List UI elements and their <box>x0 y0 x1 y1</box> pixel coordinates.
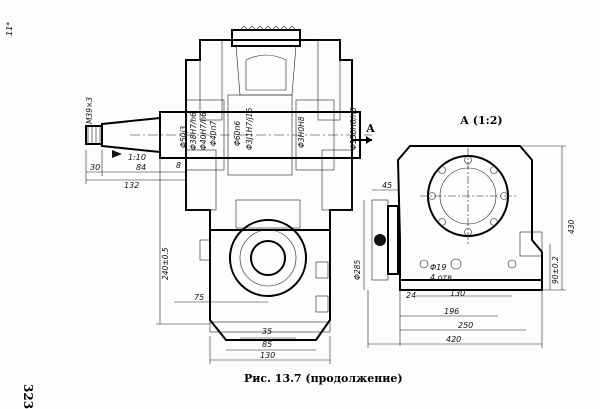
drain-plug <box>315 261 329 279</box>
foot-hole-right <box>507 259 517 269</box>
dim-420: 420 <box>446 335 461 344</box>
dim-196: 196 <box>444 307 459 316</box>
dim-130b: 130 <box>450 289 465 298</box>
view-a-housing <box>396 145 543 281</box>
side-bolt <box>199 239 211 261</box>
dim-phi150: Φ150H6/n6 <box>349 107 358 150</box>
view-a: А (1:2) <box>371 114 543 291</box>
view-a-dimensions: 45 Φ285 Φ19 4 отв 24 130 196 250 420 430… <box>353 145 576 348</box>
foot-hole-left <box>419 259 429 269</box>
plug-hole <box>450 258 462 270</box>
base-plate <box>209 321 331 333</box>
dim-30: 30 <box>90 163 100 172</box>
dim-430: 430 <box>567 219 576 234</box>
dim-8: 8 <box>176 161 181 170</box>
dim-phi19: Φ19 <box>430 263 446 272</box>
dim-24: 24 <box>406 291 416 300</box>
page-number: 323 <box>21 384 35 409</box>
dim-phi50: Φ50j3 <box>179 125 188 148</box>
dim-240: 240±0.5 <box>161 247 170 280</box>
dim-132: 132 <box>124 181 139 190</box>
side-boss <box>519 231 543 257</box>
pulley-hub <box>387 205 399 275</box>
level-plug <box>315 295 329 313</box>
lower-housing-outline <box>209 230 331 341</box>
dim-phi3: Φ3J1H7/j16 <box>245 108 254 150</box>
figure-caption: Рис. 13.7 (продолжение) <box>244 372 403 385</box>
taper-arrow <box>112 150 122 158</box>
dim-84: 84 <box>136 163 146 172</box>
dim-35: 35 <box>262 327 272 336</box>
main-section-view: А <box>85 25 375 341</box>
lower-gear-ring <box>239 229 297 287</box>
housing-wall-right <box>317 39 341 121</box>
lower-gear-section <box>235 199 301 229</box>
dim-phi60: Φ60п6 <box>233 121 242 146</box>
main-view-dimensions: M39×3 1:10 Φ50j3 Φ38H7/h6 Φ40H7/h6 Φ40п7… <box>85 97 358 364</box>
dim-phi40b: Φ40п7 <box>209 121 218 146</box>
dim-thread: M39×3 <box>85 97 94 124</box>
wheel-web <box>245 54 287 91</box>
dim-phi3b: Φ3H0H8 <box>297 116 306 148</box>
lower-gear-bore <box>250 240 286 276</box>
dim-phi38: Φ38H7/h6 <box>189 112 198 150</box>
dim-90: 90±0.2 <box>551 256 560 284</box>
section-mark: А <box>366 122 375 135</box>
dim-75: 75 <box>194 293 204 302</box>
shaft-thread <box>85 125 103 145</box>
dim-45: 45 <box>382 181 392 190</box>
dim-85: 85 <box>262 340 272 349</box>
wheel-hub <box>235 45 297 96</box>
wheel-teeth <box>239 25 297 31</box>
housing-wall-right-lower <box>321 149 353 211</box>
pulley-bolt <box>374 234 386 246</box>
dim-250: 250 <box>458 321 473 330</box>
wheel-rim <box>231 29 301 47</box>
dim-phi285: Φ285 <box>353 260 362 280</box>
dim-phi40: Φ40H7/h6 <box>199 112 208 150</box>
dim-holes: 4 отв <box>430 273 452 282</box>
housing-wall-left <box>199 39 223 121</box>
view-a-base <box>399 279 543 291</box>
margin-mark: 11* <box>5 22 14 36</box>
dim-130: 130 <box>260 351 275 360</box>
lower-gear-outer <box>229 219 307 297</box>
view-title: А (1:2) <box>460 114 503 127</box>
dim-taper: 1:10 <box>128 153 146 162</box>
